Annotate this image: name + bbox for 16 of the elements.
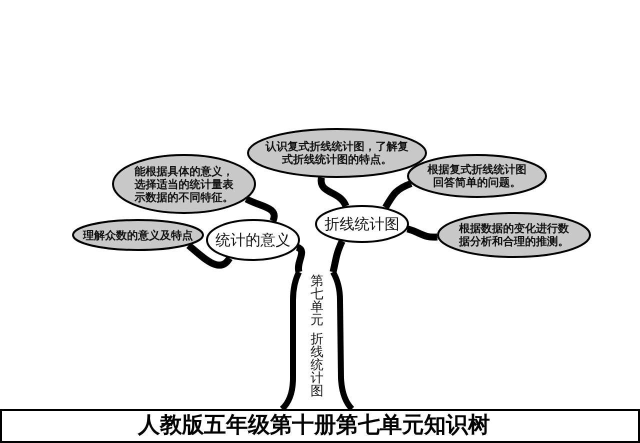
note-ellipse: 认识复式折线统计图，了解复式折线统计图的特点。 xyxy=(247,128,427,178)
note-ellipse: 根据复式折线统计图回答简单的问题。 xyxy=(407,154,547,198)
topic-ellipse: 统计的意义 xyxy=(206,219,300,261)
branch-line xyxy=(382,180,412,210)
topic-ellipse: 折线统计图 xyxy=(315,205,409,243)
note-ellipse: 能根据具体的意义，选择适当的统计量表示数据的不同特征。 xyxy=(112,154,256,214)
branch-line xyxy=(330,240,346,273)
tree-trunk: 第七单元 折线统计图 xyxy=(278,272,356,409)
note-ellipse: 理解众数的意义及特点 xyxy=(72,219,204,251)
branch-line xyxy=(406,226,438,241)
title-banner: 人教版五年级第十册第七单元知识树 xyxy=(0,409,640,443)
note-ellipse: 根据数据的变化进行数据分析和合理的推测。 xyxy=(437,212,591,258)
branch-line xyxy=(244,196,278,222)
branch-line xyxy=(318,177,350,208)
branch-line xyxy=(186,242,232,269)
branch-line xyxy=(294,244,306,273)
